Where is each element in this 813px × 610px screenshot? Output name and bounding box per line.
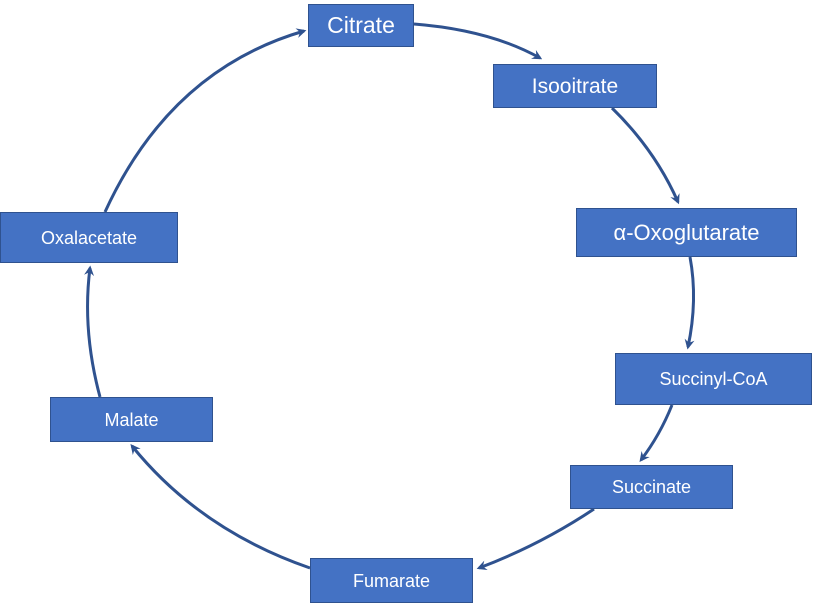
arrow-succinate-to-fumarate (476, 507, 595, 571)
node-succinate: Succinate (570, 465, 733, 509)
node-fumarate: Fumarate (310, 558, 473, 603)
arrow-citrate-to-isocitrate (413, 22, 543, 60)
arrow-succinylcoa-to-succinate (639, 404, 674, 462)
node-citrate: Citrate (308, 4, 414, 47)
arrow-oxalacetate-to-citrate (103, 28, 307, 213)
arrow-isocitrate-to-oxoglutarate (610, 106, 680, 205)
arrow-malate-to-oxalacetate (84, 265, 102, 398)
node-alpha-oxoglutarate: α-Oxoglutarate (576, 208, 797, 257)
arrow-oxoglutarate-to-succinylcoa (684, 256, 696, 350)
node-isocitrate: Isooitrate (493, 64, 657, 108)
node-malate: Malate (50, 397, 213, 442)
node-oxalacetate: Oxalacetate (0, 212, 178, 263)
node-succinyl-coa: Succinyl-CoA (615, 353, 812, 405)
arrow-fumarate-to-malate (130, 444, 311, 570)
